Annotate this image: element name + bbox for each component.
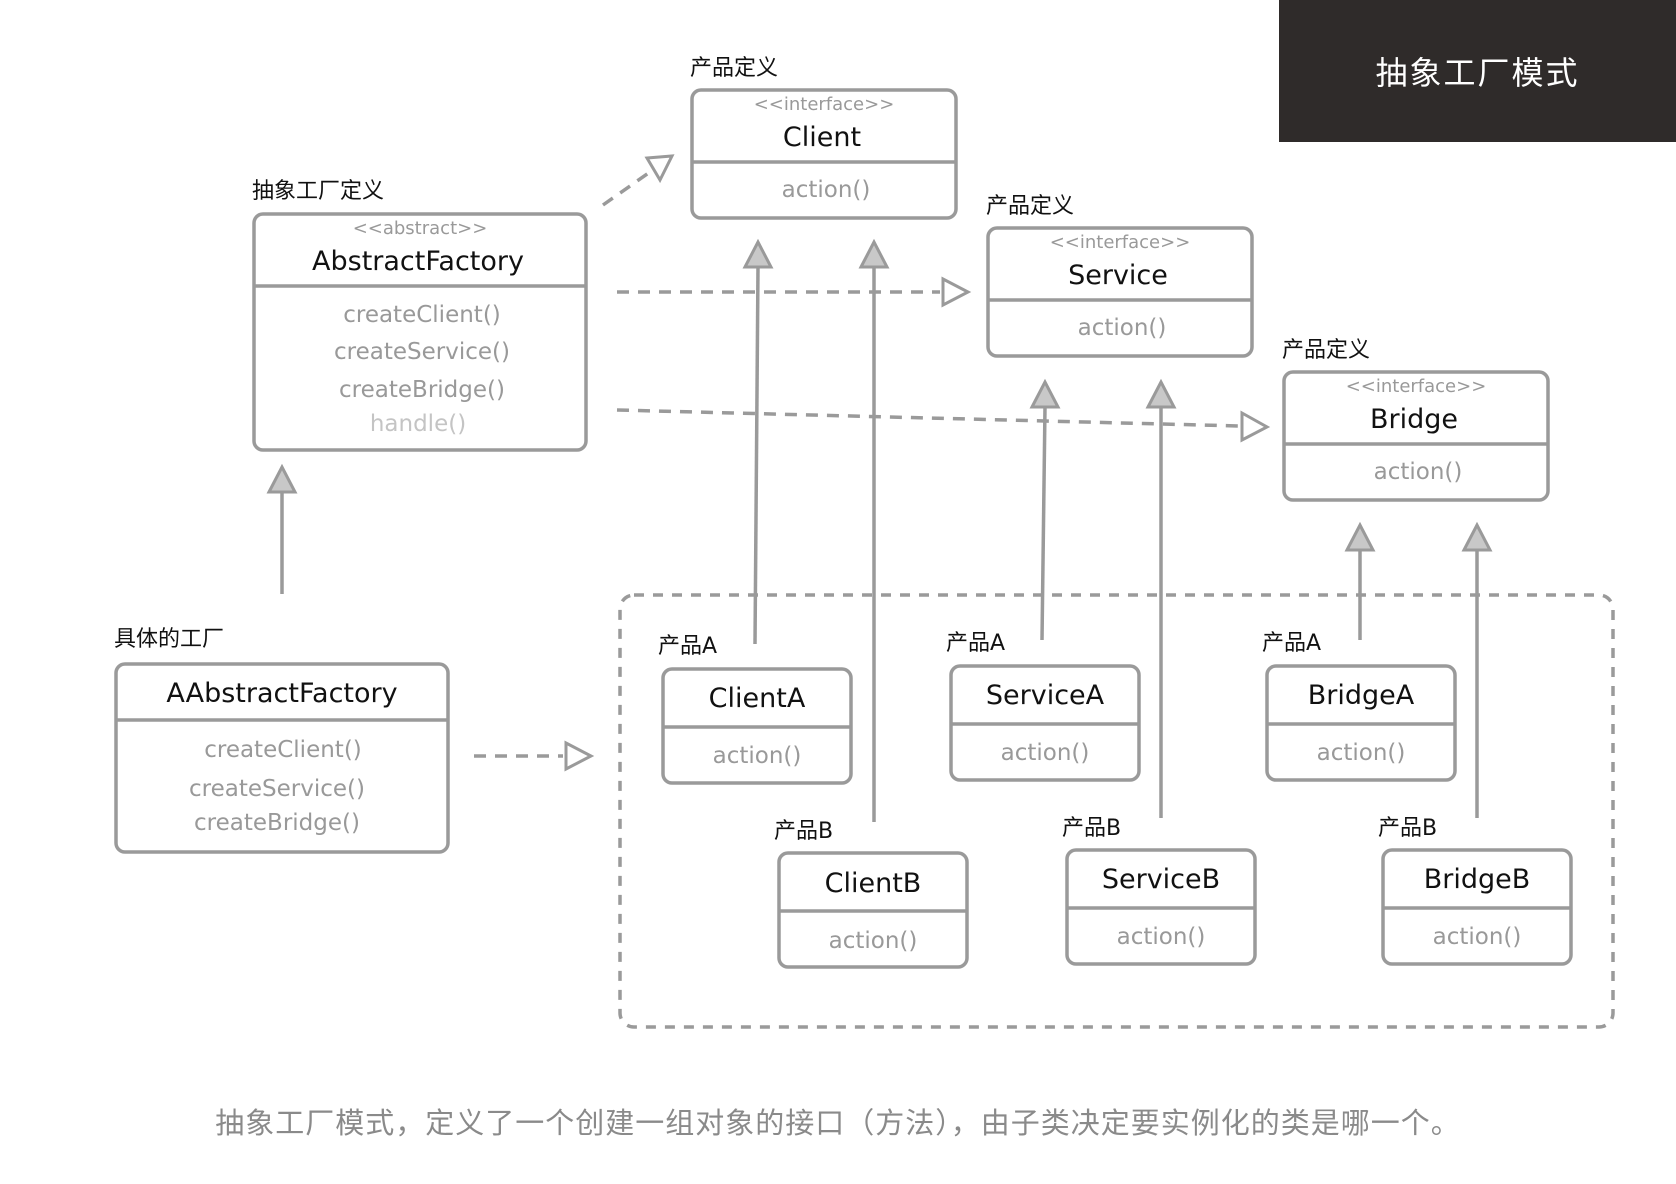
class-name-client-b: ClientB <box>825 868 922 899</box>
class-client: 产品定义 <<interface>> Client action() <box>690 56 958 220</box>
method-client-action: action() <box>782 177 871 203</box>
class-bridge-b: 产品B BridgeB action() <box>1378 816 1573 966</box>
class-name-abstract-factory: AbstractFactory <box>312 246 524 277</box>
method-client-a-action: action() <box>713 743 802 769</box>
group-label-service: 产品定义 <box>986 194 1074 219</box>
dependency-factory-bridge-line <box>616 408 1241 428</box>
class-name-bridge-b: BridgeB <box>1424 864 1531 895</box>
inheritance-arrowhead-clientb <box>858 238 890 269</box>
method-create-bridge: createBridge() <box>339 377 505 403</box>
inheritance-arrowhead-clienta <box>742 238 774 269</box>
class-name-client-a: ClientA <box>709 683 806 714</box>
class-bridge: 产品定义 <<interface>> Bridge action() <box>1282 338 1550 502</box>
method-bridge-b-action: action() <box>1433 924 1522 950</box>
method-handle: handle() <box>370 411 466 437</box>
dependency-arrowhead-bridge <box>1240 410 1271 443</box>
class-concrete-factory: 具体的工厂 AAbstractFactory createClient() cr… <box>114 627 450 854</box>
method-client-b-action: action() <box>829 928 918 954</box>
method-service-b-action: action() <box>1117 924 1206 950</box>
method-concrete-create-service: createService() <box>189 776 365 802</box>
class-name-concrete-factory: AAbstractFactory <box>166 678 397 709</box>
dependency-arrowhead-products <box>564 740 595 772</box>
class-service: 产品定义 <<interface>> Service action() <box>986 194 1254 358</box>
stereotype-service: <<interface>> <box>1050 232 1191 253</box>
class-name-service-b: ServiceB <box>1102 864 1220 895</box>
group-label-bridge: 产品定义 <box>1282 338 1370 363</box>
inheritance-servicea-line <box>1040 406 1047 641</box>
inheritance-arrowhead-servicea <box>1029 378 1061 409</box>
inheritance-clienta-line <box>753 266 760 645</box>
method-bridge-action: action() <box>1374 459 1463 485</box>
caption: 抽象工厂模式，定义了一个创建一组对象的接口（方法），由子类决定要实例化的类是哪一… <box>215 1106 1461 1140</box>
class-client-b: 产品B ClientB action() <box>774 819 969 969</box>
group-label-client-a: 产品A <box>658 634 717 659</box>
stereotype-abstract-factory: <<abstract>> <box>353 218 488 239</box>
method-service-a-action: action() <box>1001 740 1090 766</box>
products-group-frame <box>618 593 1615 1029</box>
method-create-client: createClient() <box>343 302 501 328</box>
dependency-arrowhead-service <box>941 276 972 308</box>
class-service-a: 产品A ServiceA action() <box>946 631 1141 782</box>
group-label-bridge-b: 产品B <box>1378 816 1437 841</box>
method-create-service: createService() <box>334 339 510 365</box>
stereotype-client: <<interface>> <box>754 94 895 115</box>
method-service-action: action() <box>1078 315 1167 341</box>
class-name-bridge-a: BridgeA <box>1308 680 1415 711</box>
inheritance-arrowhead-factory <box>266 463 298 494</box>
method-concrete-create-client: createClient() <box>204 737 362 763</box>
inheritance-arrowhead-serviceb <box>1145 378 1177 409</box>
group-label-concrete-factory: 具体的工厂 <box>114 627 224 652</box>
class-name-service: Service <box>1068 260 1168 291</box>
class-name-service-a: ServiceA <box>986 680 1105 711</box>
group-label-client-b: 产品B <box>774 819 833 844</box>
class-name-client: Client <box>783 122 861 153</box>
class-client-a: 产品A ClientA action() <box>658 634 853 785</box>
stereotype-bridge: <<interface>> <box>1346 376 1487 397</box>
inheritance-arrowhead-bridgeb <box>1461 521 1493 552</box>
method-bridge-a-action: action() <box>1317 740 1406 766</box>
group-label-abstract-factory: 抽象工厂定义 <box>252 179 384 204</box>
dependency-factory-client-line <box>601 170 652 207</box>
group-label-bridge-a: 产品A <box>1262 631 1321 656</box>
class-name-bridge: Bridge <box>1370 404 1458 435</box>
group-label-service-a: 产品A <box>946 631 1005 656</box>
class-abstract-factory: 抽象工厂定义 <<abstract>> AbstractFactory crea… <box>252 179 588 452</box>
dependency-arrowhead-client <box>644 154 675 184</box>
method-concrete-create-bridge: createBridge() <box>194 810 360 836</box>
page-title: 抽象工厂模式 <box>1279 0 1676 142</box>
class-service-b: 产品B ServiceB action() <box>1062 816 1257 966</box>
inheritance-arrowhead-bridgea <box>1344 521 1376 552</box>
group-label-client: 产品定义 <box>690 56 778 81</box>
group-label-service-b: 产品B <box>1062 816 1121 841</box>
class-bridge-a: 产品A BridgeA action() <box>1262 631 1457 782</box>
